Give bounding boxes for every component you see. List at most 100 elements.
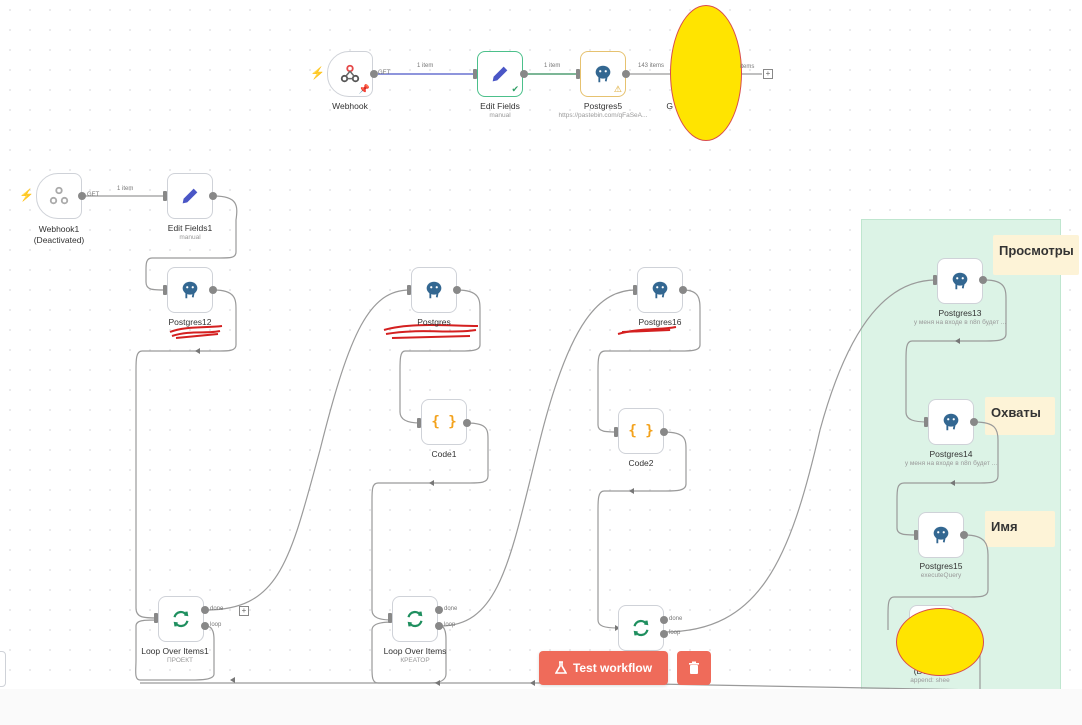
check-icon: ✔ [511,84,519,94]
add-node-button[interactable]: + [239,606,249,616]
delete-button[interactable] [677,651,711,685]
node-loop-over-items-3[interactable] [618,605,664,651]
input-handle[interactable] [163,191,167,201]
node-title-postgres12: Postgres12 [168,317,212,327]
output-handle[interactable] [209,192,217,200]
node-edit-fields1[interactable] [167,173,213,219]
arrow-back-loop2 [435,680,440,686]
node-postgres16[interactable] [637,267,683,313]
trigger-bolt-icon: ⚡ [310,66,325,80]
node-webhook[interactable]: 📌 [327,51,373,97]
node-postgres14[interactable] [928,399,974,445]
input-handle[interactable] [614,427,618,437]
node-postgres12[interactable] [167,267,213,313]
test-workflow-button[interactable]: Test workflow [539,651,668,685]
input-handle[interactable] [407,285,411,295]
input-handle[interactable] [914,530,918,540]
sticky-note-views[interactable]: Просмотры [993,235,1079,275]
pin-icon: 📌 [358,84,370,94]
postgres-icon [652,281,668,299]
output-handle[interactable] [970,418,978,426]
output-handle[interactable] [370,70,378,78]
output-handle[interactable] [453,286,461,294]
warning-icon: ⚠ [613,84,622,94]
edge-postgres12-loop1 [135,289,237,619]
input-handle[interactable] [633,285,637,295]
node-subtitle-postgres13: у меня на входе в n8n будет ... [913,319,1007,326]
output-handle-loop[interactable] [660,630,668,638]
node-subtitle-edit-fields: manual [489,112,511,119]
trash-icon [689,661,699,674]
sticky-note-views-text: Просмотры [999,243,1074,258]
postgres-icon [933,526,949,544]
add-node-button[interactable]: + [763,69,773,79]
edge-label: 1 item [117,186,134,192]
output-handle-done[interactable] [660,616,668,624]
output-handle[interactable] [520,70,528,78]
node-postgres15[interactable] [918,512,964,558]
output-handle[interactable] [209,286,217,294]
node-postgres[interactable] [411,267,457,313]
sticky-note-reach[interactable]: Охваты [985,397,1055,435]
node-loop-over-items1[interactable] [158,596,204,642]
redaction-scribble-1 [169,325,223,339]
arrow-back-loop3 [530,680,535,686]
postgres-icon [595,65,611,83]
node-code1[interactable]: { } [421,399,467,445]
input-handle[interactable] [154,613,158,623]
output-handle[interactable] [78,192,86,200]
loop-icon [633,619,649,637]
node-subtitle-postgres14: у меня на входе в n8n будет ... [904,460,998,467]
output-handle-done[interactable] [201,606,209,614]
loop-label: loop [444,622,456,628]
output-handle[interactable] [622,70,630,78]
postgres-icon [943,413,959,431]
loop-label: loop [210,622,222,628]
node-subtitle-last: append: shee [910,677,950,684]
edge-postgres-code1 [399,289,481,424]
arrow-back-postgres12 [195,348,200,354]
node-postgres5[interactable]: ⚠ [580,51,626,97]
sticky-note-name[interactable]: Имя [985,511,1055,547]
edge-postgres16-code2 [597,289,701,433]
input-handle[interactable] [163,285,167,295]
edge-label: 1 item [544,63,561,69]
output-handle-done[interactable] [435,606,443,614]
node-subtitle-edit-fields1: manual [179,234,201,241]
output-handle[interactable] [463,419,471,427]
loop-icon [173,610,189,628]
node-subtitle-postgres15: executeQuery [920,572,962,579]
output-handle[interactable] [660,428,668,436]
node-webhook1[interactable] [36,173,82,219]
left-panel-fragment[interactable] [0,651,6,687]
pencil-icon [182,188,198,204]
node-title-edit-fields1: Edit Fields1 [167,223,213,233]
edge-postgres14-postgres15 [896,421,999,536]
bottom-bar [0,689,1082,725]
arrow-back-postgres13 [955,338,960,344]
node-loop-over-items[interactable] [392,596,438,642]
edge-loop3-postgres13 [663,279,937,633]
output-handle[interactable] [679,286,687,294]
node-code2[interactable]: { } [618,408,664,454]
input-handle[interactable] [924,417,928,427]
output-handle-loop[interactable] [201,622,209,630]
node-edit-fields[interactable]: ✔ [477,51,523,97]
node-postgres13[interactable] [937,258,983,304]
output-handle-loop[interactable] [435,622,443,630]
sticky-note-reach-text: Охваты [991,405,1041,420]
input-handle[interactable] [388,613,392,623]
input-handle[interactable] [417,418,421,428]
output-handle[interactable] [960,531,968,539]
edge-code1-loop2 [371,422,489,621]
node-title-loop2: Loop Over Items [383,646,447,656]
node-title-code1: Code1 [431,449,457,459]
input-handle[interactable] [473,69,477,79]
input-handle[interactable] [933,275,937,285]
done-label: done [669,616,683,622]
input-handle[interactable] [576,69,580,79]
output-handle[interactable] [979,276,987,284]
arrow-back-postgres14 [950,480,955,486]
postgres-icon [426,281,442,299]
